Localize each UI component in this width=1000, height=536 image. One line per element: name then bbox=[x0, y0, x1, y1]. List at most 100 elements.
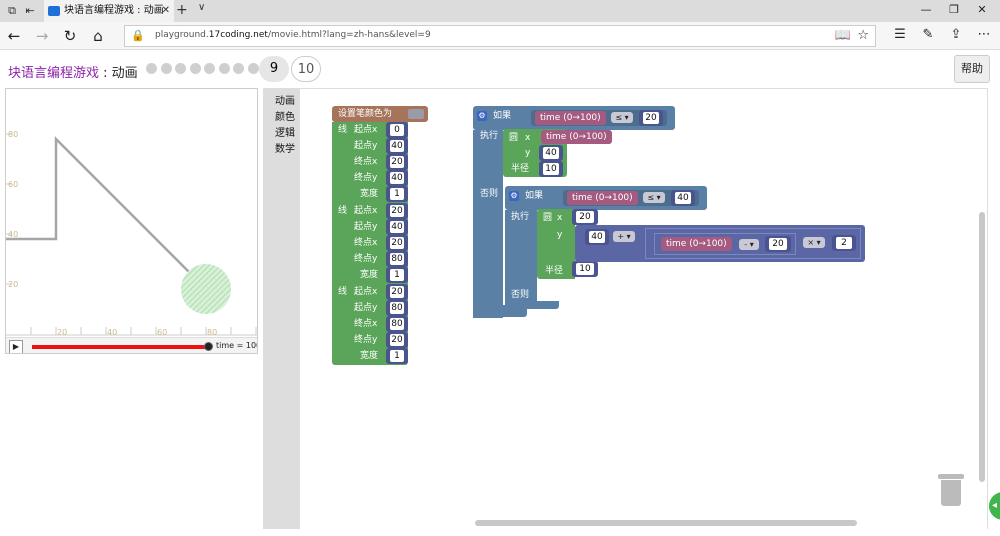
window-close-icon[interactable]: ✕ bbox=[977, 3, 987, 16]
notes-pen-icon[interactable]: ✎ bbox=[922, 27, 934, 42]
browser-address-bar: ← → ↻ ⌂ 🔒 playground.17coding.net/movie.… bbox=[0, 22, 1000, 50]
new-tab-icon[interactable]: + bbox=[176, 2, 188, 18]
level-dot-5[interactable] bbox=[204, 63, 215, 74]
minus-time-variable[interactable]: time (0→100) bbox=[661, 237, 732, 251]
level-dot-1[interactable] bbox=[146, 63, 157, 74]
next-level-button[interactable]: 10 bbox=[291, 56, 321, 82]
line2-start-x[interactable]: 20 bbox=[390, 205, 404, 217]
level-dot-7[interactable] bbox=[233, 63, 244, 74]
level-dot-2[interactable] bbox=[161, 63, 172, 74]
side-panel-toggle-icon[interactable]: ◂ bbox=[989, 492, 1000, 520]
line-block-1[interactable]: 线 起点x 起点y 终点x 终点y 宽度 0 40 20 40 1 bbox=[332, 122, 408, 203]
toolbox-category-color[interactable]: 颜色 bbox=[275, 112, 295, 123]
home-icon[interactable]: ⌂ bbox=[93, 27, 103, 45]
trash-can-icon[interactable] bbox=[938, 474, 964, 506]
back-arrow-icon[interactable]: ← bbox=[7, 27, 21, 45]
compare-op-dropdown[interactable]: ≤ ▾ bbox=[611, 112, 633, 123]
times-expression-block[interactable]: × ▾ 2 time (0→100) - ▾ 20 bbox=[645, 228, 861, 259]
toolbox-category-animation[interactable]: 动画 bbox=[275, 96, 295, 107]
if-gear-icon[interactable]: ⚙ bbox=[477, 111, 487, 121]
line2-end-y[interactable]: 80 bbox=[390, 253, 404, 265]
circle1-y[interactable]: 40 bbox=[543, 147, 559, 159]
tab-group-icon[interactable]: ⧉ bbox=[8, 4, 16, 17]
if-block-outer[interactable]: ⚙ 如果 time (0→100) ≤ ▾ 20 bbox=[473, 106, 675, 130]
circle2-radius[interactable]: 10 bbox=[576, 263, 594, 275]
radius-label: 半径 bbox=[511, 164, 530, 174]
forward-arrow-icon[interactable]: → bbox=[35, 27, 49, 45]
cond1-value[interactable]: 20 bbox=[643, 112, 659, 124]
minus-expression-block[interactable]: time (0→100) - ▾ 20 bbox=[654, 233, 796, 255]
browser-tab[interactable]: 块语言编程游戏 : 动画 ✕ bbox=[44, 0, 174, 22]
line1-end-x[interactable]: 20 bbox=[390, 156, 404, 168]
toolbox-category-logic[interactable]: 逻辑 bbox=[275, 128, 295, 139]
line3-start-y[interactable]: 80 bbox=[390, 302, 404, 314]
workspace-horizontal-scrollbar[interactable] bbox=[475, 520, 857, 526]
set-pen-color-block[interactable]: 设置笔颜色为 bbox=[332, 106, 428, 122]
current-level-button[interactable]: 9 bbox=[259, 56, 289, 82]
more-icon[interactable]: ⋯ bbox=[977, 27, 991, 42]
inner-compare-op-dropdown[interactable]: ≤ ▾ bbox=[643, 192, 665, 203]
line-block-2[interactable]: 线 起点x 起点y 终点x 终点y 宽度 20 40 20 80 1 bbox=[332, 203, 408, 284]
circle2-x[interactable]: 20 bbox=[576, 211, 594, 223]
inner-time-variable[interactable]: time (0→100) bbox=[567, 191, 638, 205]
line1-start-y[interactable]: 40 bbox=[390, 140, 404, 152]
minus-right-value[interactable]: 20 bbox=[769, 238, 787, 250]
tab-close-icon[interactable]: ✕ bbox=[161, 5, 170, 16]
time-slider-track[interactable] bbox=[32, 345, 208, 349]
level-dot-3[interactable] bbox=[175, 63, 186, 74]
share-icon[interactable]: ⇪ bbox=[950, 27, 962, 42]
line3-end-x[interactable]: 80 bbox=[390, 318, 404, 330]
plus-expression-block[interactable]: 40 + ▾ × ▾ 2 time (0→100) - ▾ 20 bbox=[575, 225, 865, 262]
circle-block-1[interactable]: 圆 x y 半径 time (0→100) 40 10 bbox=[503, 129, 612, 177]
help-button[interactable]: 帮助 bbox=[954, 55, 990, 83]
blocks-workspace[interactable]: 设置笔颜色为 线 起点x 起点y 终点x 终点y 宽度 0 40 20 40 1… bbox=[300, 88, 988, 529]
circle1-x-time-variable[interactable]: time (0→100) bbox=[541, 130, 612, 144]
set-tabs-aside-icon[interactable]: ⇤ bbox=[25, 4, 35, 17]
minimize-icon[interactable]: — bbox=[920, 3, 932, 16]
start-y-label: 起点y bbox=[354, 141, 378, 151]
drawing-svg: 80 60 40 20 20 40 60 80 bbox=[6, 130, 257, 337]
line2-start-y[interactable]: 40 bbox=[390, 221, 404, 233]
inner-if-label: 如果 bbox=[525, 191, 544, 201]
title-separator: : bbox=[99, 66, 112, 81]
line3-end-y[interactable]: 20 bbox=[390, 334, 404, 346]
plus-op-dropdown[interactable]: + ▾ bbox=[613, 231, 635, 242]
if-block-inner[interactable]: ⚙ 如果 time (0→100) ≤ ▾ 40 bbox=[505, 186, 707, 210]
game-name-link[interactable]: 块语言编程游戏 bbox=[8, 66, 100, 81]
circle2-radius-label: 半径 bbox=[545, 266, 564, 276]
time-slider-knob[interactable] bbox=[204, 342, 213, 351]
level-dot-6[interactable] bbox=[219, 63, 230, 74]
favorite-star-icon[interactable]: ☆ bbox=[857, 28, 869, 43]
times-op-dropdown[interactable]: × ▾ bbox=[803, 237, 825, 248]
workspace-vertical-scrollbar[interactable] bbox=[979, 212, 985, 482]
inner-if-gear-icon[interactable]: ⚙ bbox=[509, 191, 519, 201]
url-field[interactable]: 🔒 playground.17coding.net/movie.html?lan… bbox=[124, 25, 876, 47]
circle-block-2[interactable]: 圆 x y 半径 bbox=[537, 209, 575, 279]
minus-op-dropdown[interactable]: - ▾ bbox=[739, 239, 759, 250]
cond2-value[interactable]: 40 bbox=[675, 192, 691, 204]
line3-width[interactable]: 1 bbox=[390, 350, 404, 362]
if-inner-footer bbox=[505, 301, 559, 309]
tab-list-chevron-icon[interactable]: ∨ bbox=[198, 2, 206, 13]
time-variable[interactable]: time (0→100) bbox=[535, 111, 606, 125]
line1-width[interactable]: 1 bbox=[390, 188, 404, 200]
reading-view-icon[interactable]: 📖 bbox=[834, 28, 851, 43]
level-dot-4[interactable] bbox=[190, 63, 201, 74]
level-dot-8[interactable] bbox=[248, 63, 259, 74]
line1-start-x[interactable]: 0 bbox=[390, 124, 404, 136]
line2-width[interactable]: 1 bbox=[390, 269, 404, 281]
page-name: 动画 bbox=[111, 66, 138, 81]
maximize-icon[interactable]: ❐ bbox=[949, 3, 959, 16]
toolbox-category-math[interactable]: 数学 bbox=[275, 144, 295, 155]
line3-start-x[interactable]: 20 bbox=[390, 286, 404, 298]
circle1-radius[interactable]: 10 bbox=[543, 163, 559, 175]
pen-color-swatch[interactable] bbox=[408, 109, 424, 119]
times-right-value[interactable]: 2 bbox=[836, 237, 852, 249]
play-icon[interactable]: ▶ bbox=[9, 340, 23, 353]
line1-end-y[interactable]: 40 bbox=[390, 172, 404, 184]
hub-icon[interactable]: ☰ bbox=[894, 27, 906, 42]
line-block-3[interactable]: 线 起点x 起点y 终点x 终点y 宽度 20 80 80 20 1 bbox=[332, 284, 408, 365]
line2-end-x[interactable]: 20 bbox=[390, 237, 404, 249]
refresh-icon[interactable]: ↻ bbox=[63, 27, 77, 45]
plus-left-value[interactable]: 40 bbox=[589, 231, 605, 243]
